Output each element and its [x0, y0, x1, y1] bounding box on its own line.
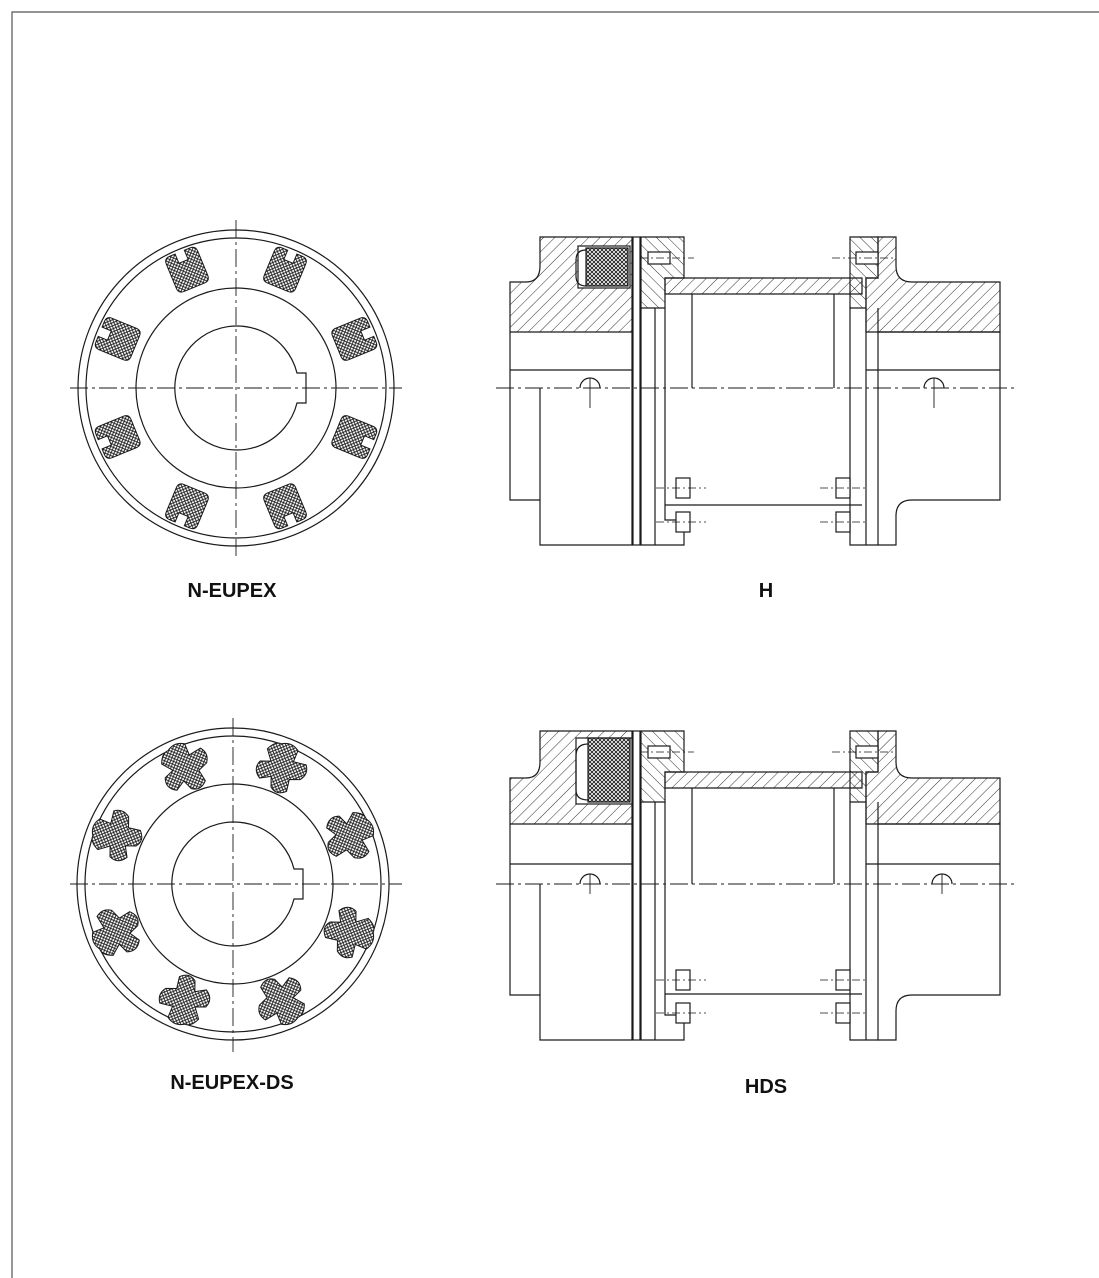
label-h: H: [759, 580, 773, 602]
h-coupling-view: [496, 236, 1015, 546]
n-eupex-ds-packet-3: [158, 974, 211, 1026]
label-hds: HDS: [745, 1076, 787, 1098]
hds-cam-ring: [632, 730, 641, 1041]
hds-pocket-curve: [575, 743, 589, 801]
h-pocket-curve: [575, 249, 587, 287]
hds-coupling-view: [496, 730, 1015, 1041]
h-right-hub-lower: [878, 331, 1001, 546]
n-eupex-ds-bore: [171, 821, 304, 947]
n-eupex-ds-outer-ring-inner: [84, 735, 382, 1033]
n-eupex-packet-8: [331, 317, 378, 361]
label-n-eupex-ds: N-EUPEX-DS: [170, 1072, 293, 1094]
n-eupex-outer-ring-inner: [85, 237, 387, 539]
n-eupex-view: [70, 220, 402, 556]
n-eupex-packet-4: [94, 415, 141, 459]
n-eupex-packet-1: [331, 415, 378, 459]
n-eupex-ds-packet-4: [91, 909, 140, 956]
h-left-hub-lower: [509, 332, 633, 546]
h-right-flange-lower: [849, 308, 879, 546]
h-spacer-tube: [664, 277, 863, 295]
hds-left-flange-lower: [640, 802, 685, 1041]
n-eupex-ds-packet-1: [323, 906, 375, 959]
n-eupex-elastomer-packets: [94, 246, 378, 530]
n-eupex-ds-packet-8: [326, 812, 375, 859]
hds-right-hub-lower: [878, 823, 1001, 1041]
h-left-flange-lower: [640, 308, 685, 546]
hds-left-flange-section: [640, 730, 685, 803]
n-eupex-ds-view: [70, 718, 402, 1052]
n-eupex-packet-5: [94, 317, 141, 361]
page-frame: [11, 11, 1099, 1278]
n-eupex-ds-packet-6: [161, 742, 208, 791]
n-eupex-ds-packet-2: [258, 977, 305, 1026]
n-eupex-packet-2: [263, 483, 307, 530]
n-eupex-ds-elastomer-packets: [91, 742, 375, 1026]
n-eupex-hub-circle: [135, 287, 337, 489]
label-n-eupex: N-EUPEX: [188, 580, 278, 602]
n-eupex-ds-hub-circle: [132, 783, 334, 985]
hds-right-hub-section: [865, 730, 1001, 825]
n-eupex-ds-packet-7: [255, 742, 308, 794]
n-eupex-packet-6: [165, 246, 209, 293]
hds-left-hub-lower: [509, 824, 633, 1041]
h-elastomer-packet: [585, 247, 629, 287]
n-eupex-outer-ring: [77, 229, 395, 547]
hds-spacer-tube: [664, 771, 863, 789]
n-eupex-ds-outer-ring: [76, 727, 390, 1041]
h-left-flange-section: [640, 236, 685, 309]
hds-elastomer-packet: [587, 737, 631, 803]
n-eupex-ds-packet-5: [91, 809, 143, 862]
h-cam-ring: [632, 236, 641, 546]
n-eupex-packet-3: [165, 483, 209, 530]
n-eupex-bore: [174, 325, 307, 451]
hds-right-flange-lower: [849, 802, 879, 1041]
n-eupex-packet-7: [263, 246, 307, 293]
h-right-hub-section: [865, 236, 1001, 333]
